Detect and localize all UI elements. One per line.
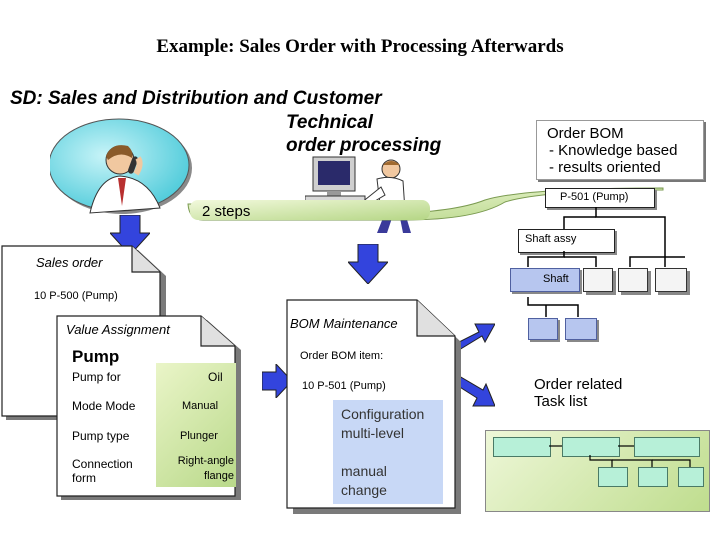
- tree-shaft-assy-node: Shaft assy: [518, 229, 615, 253]
- tree-shaft-assy-label: Shaft assy: [525, 233, 577, 245]
- bom-item-label: Order BOM item:: [300, 350, 384, 362]
- row-label-pump-for: Pump for: [72, 370, 121, 384]
- tree-root-label: P-501 (Pump): [560, 191, 629, 203]
- value-assignment-heading: Pump: [72, 347, 120, 366]
- bom-maintenance-title: BOM Maintenance: [290, 316, 398, 331]
- value-column-bg: [156, 363, 236, 487]
- sales-order-label: Sales order: [36, 255, 103, 270]
- bom-blue-panel: [333, 400, 443, 504]
- sales-order-item: 10 P-500 (Pump): [34, 290, 118, 302]
- task-list-label: Order related Task list: [534, 376, 623, 410]
- tree-node-d: [655, 268, 687, 292]
- technical-line-1: Technical: [286, 112, 373, 133]
- order-bom-line-3: - results oriented: [549, 159, 661, 176]
- task-node-6: [678, 467, 704, 487]
- task-node-5: [638, 467, 668, 487]
- task-node-4: [598, 467, 628, 487]
- sd-heading: SD: Sales and Distribution and Customer: [10, 88, 382, 109]
- row-value-plunger: Plunger: [180, 430, 218, 442]
- row-label-connection-form: Connection form: [72, 457, 133, 485]
- task-list-connectors: [549, 445, 691, 467]
- tree-leaf-node-2: [565, 318, 597, 340]
- diagonal-up-arrow-icon: [455, 323, 495, 351]
- tree-shaft-label: Shaft: [543, 273, 569, 285]
- bom-config-text: Configuration multi-level: [341, 406, 425, 441]
- order-bom-line-2: - Knowledge based: [549, 142, 678, 159]
- bom-manual-text: manual change: [341, 463, 387, 498]
- bom-item-value: 10 P-501 (Pump): [302, 380, 386, 392]
- customer-phone-illustration: [50, 118, 192, 214]
- tree-leaf-node-1: [528, 318, 558, 340]
- task-node-2: [562, 437, 620, 457]
- value-assignment-title: Value Assignment: [66, 322, 170, 337]
- down-arrow-middle-icon: [348, 244, 388, 284]
- row-label-mode: Mode Mode: [72, 399, 136, 413]
- row-value-right-angle-flange: Right-angle flange: [177, 455, 234, 482]
- tree-connectors: [527, 207, 685, 317]
- technical-line-2: order processing: [286, 135, 442, 156]
- page-title: Example: Sales Order with Processing Aft…: [156, 36, 564, 57]
- steps-label: 2 steps: [202, 203, 251, 220]
- row-value-oil: Oil: [208, 370, 223, 384]
- task-node-1: [493, 437, 551, 457]
- order-bom-box: Order BOM - Knowledge based - results or…: [536, 120, 704, 180]
- right-arrow-icon: [262, 364, 292, 398]
- order-bom-line-1: Order BOM: [547, 125, 624, 142]
- tree-node-c: [618, 268, 648, 292]
- row-label-pump-type: Pump type: [72, 429, 130, 443]
- down-arrow-icon: [110, 215, 150, 255]
- tree-shaft-node: Shaft: [510, 268, 580, 292]
- steps-band: [187, 187, 664, 221]
- row-value-manual: Manual: [182, 400, 219, 412]
- tree-root-node: P-501 (Pump): [545, 188, 655, 208]
- tree-node-b: [583, 268, 613, 292]
- task-node-3: [634, 437, 700, 457]
